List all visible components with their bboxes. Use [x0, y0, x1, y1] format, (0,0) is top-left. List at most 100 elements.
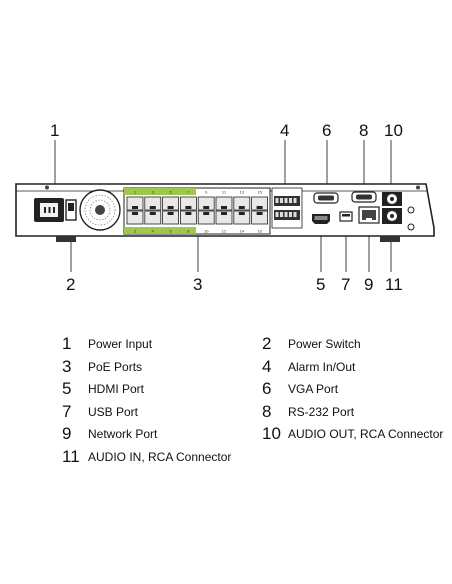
poe-port-rj45	[144, 196, 162, 211]
callout-5: 5	[316, 275, 325, 294]
poe-port-number: 12	[222, 229, 227, 234]
poe-port-latch	[149, 206, 156, 209]
rs232-port	[351, 191, 377, 203]
usb-port	[339, 211, 353, 222]
poe-port-number: 1	[134, 190, 137, 195]
poe-port-latch	[238, 206, 245, 209]
screw-icon	[416, 185, 420, 190]
legend-number: 7	[62, 401, 72, 421]
screw-icon	[45, 185, 49, 190]
callout-7: 7	[341, 275, 350, 294]
hdmi-port	[312, 214, 330, 224]
poe-port-latch	[221, 206, 227, 209]
legend-label: Power Input	[88, 337, 153, 351]
callout-6: 6	[322, 121, 331, 140]
legend-item: 10 AUDIO OUT, RCA Connector	[262, 424, 443, 444]
legend-item: 7 USB Port	[62, 402, 138, 422]
legend-label: AUDIO OUT, RCA Connector	[288, 427, 444, 442]
poe-port-number: 5	[169, 190, 172, 195]
legend-label: Network Port	[88, 427, 158, 442]
legend-number: 10	[262, 424, 281, 444]
poe-port-latch	[132, 206, 138, 209]
legend-label: Power Switch	[288, 337, 361, 351]
callout-8: 8	[359, 121, 368, 140]
poe-port-rj45	[197, 210, 215, 225]
legend-item: 5 HDMI Port	[62, 379, 144, 399]
alarm-terminal-block	[271, 187, 303, 229]
callout-4: 4	[280, 121, 289, 140]
legend-item: 1 Power Input	[62, 334, 152, 354]
poe-port-number: 9	[205, 190, 208, 195]
legend-number: 2	[262, 334, 272, 353]
legend-number: 9	[62, 424, 72, 444]
poe-port-number: 15	[257, 190, 262, 195]
poe-port-number: 14	[240, 229, 245, 234]
poe-port-rj45	[144, 210, 162, 225]
rear-panel-diagram: 1 2 3 4 5 6 7 8 9 10 11	[15, 121, 435, 294]
poe-port-latch	[132, 212, 138, 215]
legend-label: RS-232 Port	[288, 404, 355, 419]
poe-port-latch	[185, 206, 192, 209]
legend-item: 4 Alarm In/Out	[262, 357, 355, 377]
callout-1: 1	[50, 121, 59, 140]
poe-port-latch	[149, 212, 156, 215]
legend-number: 5	[62, 379, 72, 399]
power-input-connector	[34, 198, 64, 222]
poe-port-latch	[185, 212, 192, 215]
audio-in-rca-connector	[382, 208, 402, 224]
callout-3: 3	[193, 275, 202, 294]
legend-label: AUDIO IN, RCA Connector	[88, 450, 232, 464]
poe-port-rj45	[251, 196, 269, 211]
poe-port-latch	[203, 206, 210, 209]
poe-port-rj45	[126, 210, 144, 225]
poe-port-number: 4	[152, 229, 155, 234]
callout-10: 10	[384, 121, 403, 140]
poe-port-rj45	[197, 196, 215, 211]
legend-label: USB Port	[88, 404, 139, 419]
poe-port-latch	[167, 212, 174, 215]
poe-port-rj45	[251, 210, 269, 225]
legend-item: 2 Power Switch	[262, 334, 361, 354]
ground-screw-icon	[407, 206, 415, 214]
legend-label: Alarm In/Out	[288, 359, 356, 374]
callout-2: 2	[66, 275, 75, 294]
legend-number: 8	[262, 401, 272, 421]
poe-port-rj45	[126, 196, 144, 211]
poe-port-latch	[256, 206, 263, 209]
poe-port-number: 2	[134, 229, 137, 234]
poe-port-rj45	[179, 196, 197, 211]
poe-port-rj45	[215, 196, 233, 211]
legend-label: HDMI Port	[88, 382, 145, 397]
poe-port-number: 8	[187, 229, 190, 234]
poe-port-number: 16	[257, 229, 262, 234]
callout-9: 9	[364, 275, 373, 294]
poe-port-number: 11	[222, 190, 227, 195]
poe-port-latch	[167, 206, 174, 209]
poe-port-rj45	[162, 196, 180, 211]
poe-port-rj45	[233, 210, 251, 225]
legend-label: PoE Ports	[88, 359, 143, 374]
fan-grille-icon	[79, 189, 121, 231]
poe-port-rj45	[233, 196, 251, 211]
poe-port-number: 10	[204, 229, 209, 234]
legend-number: 4	[262, 356, 272, 376]
poe-port-rj45	[215, 210, 233, 225]
poe-port-number: 7	[187, 190, 190, 195]
network-port	[358, 206, 380, 224]
poe-port-latch	[256, 212, 263, 215]
poe-port-latch	[221, 212, 227, 215]
legend-number: 1	[62, 334, 72, 353]
ground-screw-icon	[407, 223, 415, 231]
power-switch	[65, 199, 77, 221]
poe-port-rj45	[162, 210, 180, 225]
poe-port-number: 13	[240, 190, 245, 195]
poe-port-latch	[203, 212, 210, 215]
legend-label: VGA Port	[288, 382, 339, 397]
legend-item: 8 RS-232 Port	[262, 402, 354, 422]
audio-out-rca-connector	[382, 192, 402, 206]
